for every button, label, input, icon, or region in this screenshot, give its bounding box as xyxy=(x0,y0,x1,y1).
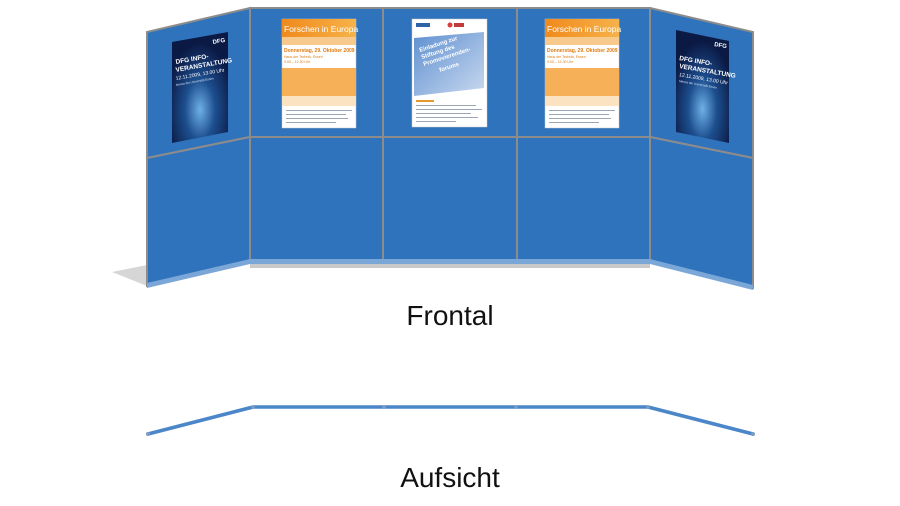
poster-forschen-1-title: Forschen in Europa xyxy=(284,24,358,34)
panel-center-2-lower xyxy=(382,136,518,263)
poster-dfg-right: DFG DFG INFO- VERANSTALTUNG 12.11.2009, … xyxy=(676,30,736,143)
poster-forschen-1-place: Haus der Technik, Essen xyxy=(284,55,323,59)
poster-forschen-1-date: Donnerstag, 29. Oktober 2009 xyxy=(284,48,355,54)
plan-view-joints xyxy=(146,405,755,436)
poster-forschen-2-title: Forschen in Europa xyxy=(547,24,621,34)
panel-center-1-lower xyxy=(249,136,384,263)
plan-view-outline xyxy=(146,405,755,436)
aufsicht-label: Aufsicht xyxy=(400,462,500,493)
poster-forschen-2-time: 9.00 – 12.30 Uhr xyxy=(547,60,574,64)
poster-dfg-right-venue: Mensa der Universität Essen xyxy=(679,79,718,90)
poster-forschen-1-time: 9.00 – 12.30 Uhr xyxy=(284,60,311,64)
poster-forschen-1: Forschen in Europa Donnerstag, 29. Oktob… xyxy=(281,18,358,129)
poster-forschen-2-date: Donnerstag, 29. Oktober 2009 xyxy=(547,48,618,54)
plan-view xyxy=(146,405,755,436)
poster-dfg-left: DFG DFG INFO- VERANSTALTUNG 12.11.2009, … xyxy=(172,32,233,143)
poster-stiftung: Einladung zur Stiftung des Promovierende… xyxy=(411,18,488,128)
poster-forschen-2-place: Haus der Technik, Essen xyxy=(547,55,586,59)
poster-forschen-2: Forschen in Europa Donnerstag, 29. Oktob… xyxy=(544,18,621,129)
poster-dfg-left-venue: Mensa der Universität Essen xyxy=(175,76,214,87)
wall-base-edge xyxy=(147,259,753,290)
poster-dfg-right-logo: DFG xyxy=(714,42,728,50)
frontal-label: Frontal xyxy=(406,300,494,331)
poster-dfg-left-logo: DFG xyxy=(212,38,226,46)
panel-center-3-lower xyxy=(516,136,651,263)
